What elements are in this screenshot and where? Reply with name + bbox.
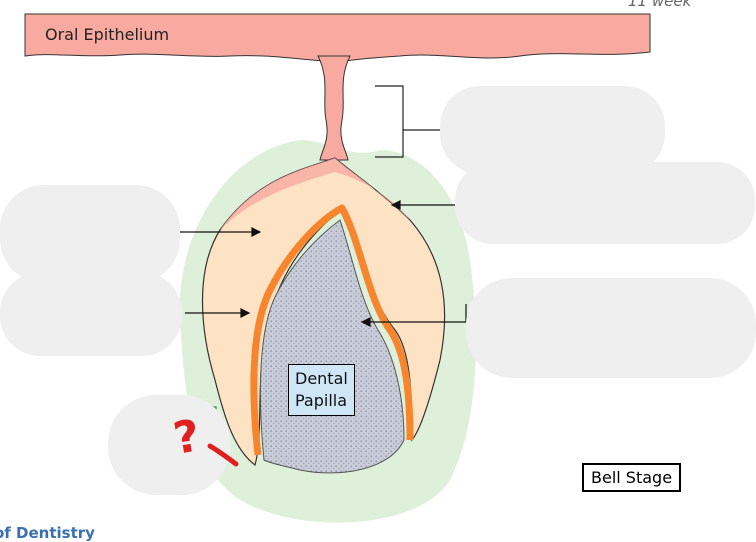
hidden-label-inner-epithelium — [0, 272, 182, 356]
inner-enamel-epithelium — [250, 204, 414, 456]
hidden-label-papilla-layer — [466, 278, 756, 378]
dental-papilla-label-line1: Dental — [295, 369, 348, 388]
hidden-label-lamina — [440, 86, 665, 174]
oral-epithelium-label: Oral Epithelium — [45, 25, 170, 44]
label-arrows — [180, 200, 467, 327]
bell-stage-label: Bell Stage — [582, 463, 682, 492]
dental-lamina — [317, 55, 351, 161]
footer-text: of Dentistry — [0, 524, 95, 542]
hidden-label-cervical-loop — [108, 395, 230, 495]
corner-text: 11 week — [628, 0, 692, 10]
hidden-label-stellate — [0, 185, 180, 283]
red-annotation-dash — [207, 443, 239, 467]
hidden-label-outer-epithelium — [455, 162, 755, 244]
hidden-label-blobs — [0, 86, 756, 495]
lamina-bracket — [375, 85, 440, 158]
dental-papilla-label-line2: Papilla — [295, 391, 348, 410]
outer-enamel-epithelium — [220, 158, 410, 230]
dental-papilla-label: Dental Papilla — [288, 364, 355, 416]
